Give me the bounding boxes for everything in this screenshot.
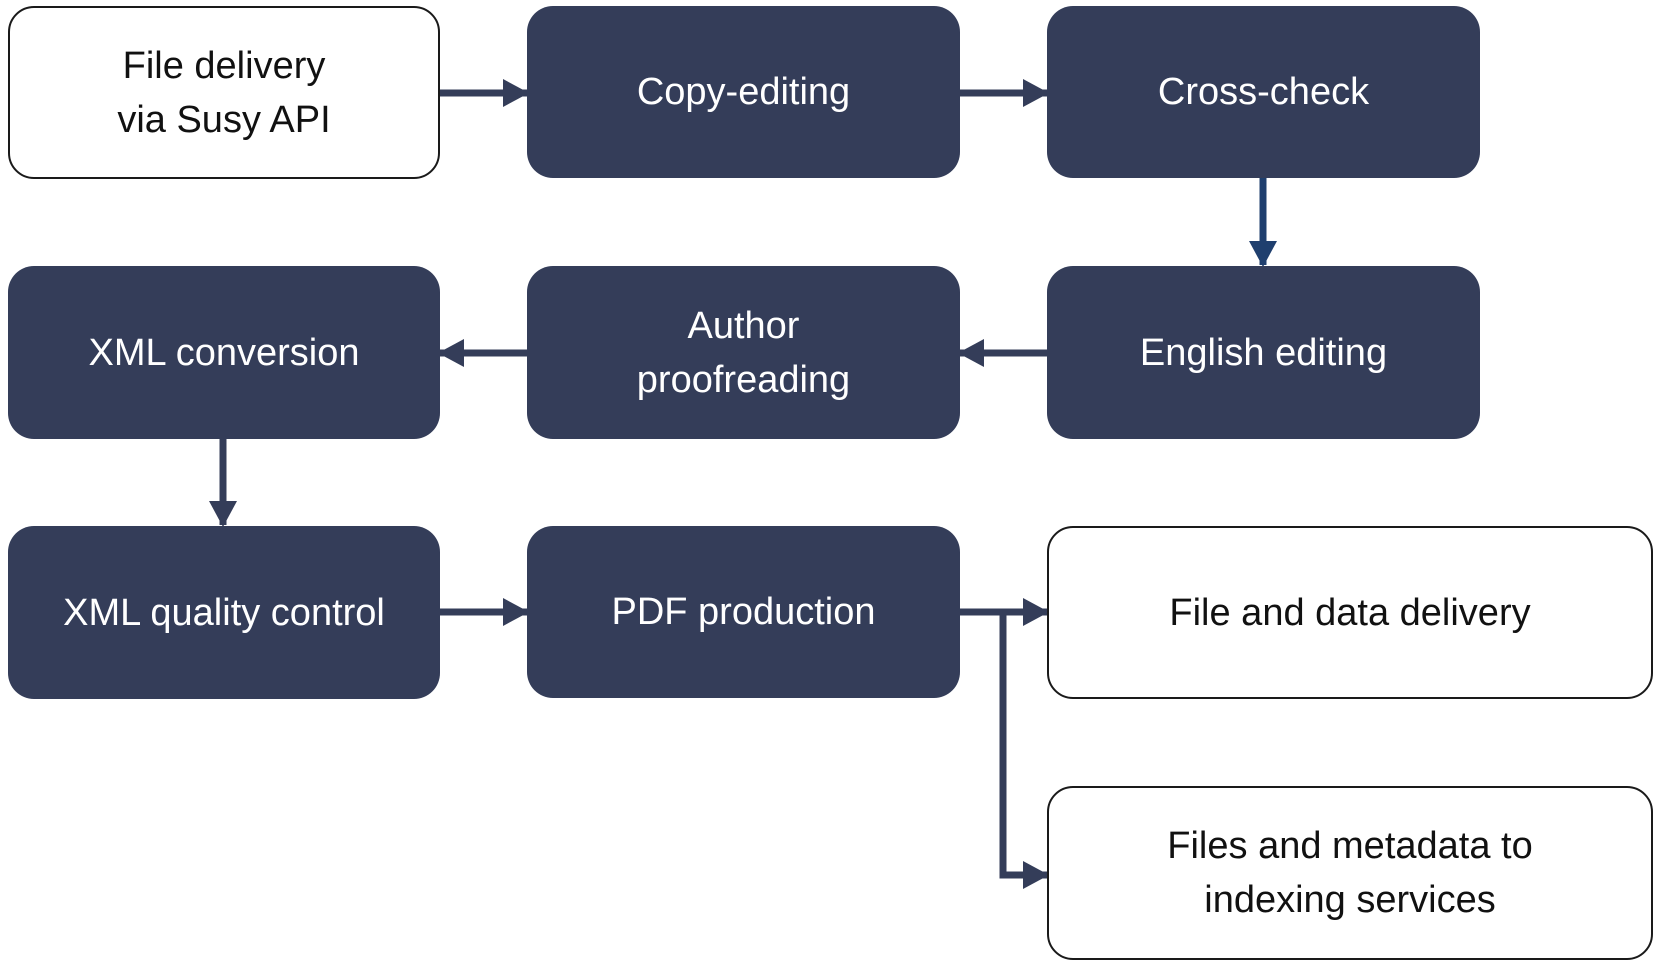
- node-english-editing-label: English editing: [1139, 331, 1388, 374]
- node-english-editing: English editing: [1047, 266, 1480, 439]
- node-copy-editing: Copy-editing: [527, 6, 960, 178]
- node-file-delivery: File delivery via Susy API: [8, 6, 440, 179]
- node-indexing-services-label: Files and metadata to indexing services: [1167, 825, 1533, 921]
- node-pdf-production: PDF production: [527, 526, 960, 698]
- node-file-delivery-label: File delivery via Susy API: [117, 44, 331, 141]
- node-indexing-services: Files and metadata to indexing services: [1047, 786, 1653, 960]
- node-cross-check-label: Cross-check: [1157, 71, 1370, 113]
- node-pdf-production-label: PDF production: [611, 591, 876, 633]
- node-xml-quality-control: XML quality control: [8, 526, 440, 699]
- arrow-pdf-production-to-indexing-services: [999, 612, 1049, 889]
- node-cross-check: Cross-check: [1047, 6, 1480, 178]
- node-author-proofreading: Author proofreading: [527, 266, 960, 439]
- node-file-data-delivery-label: File and data delivery: [1169, 591, 1531, 634]
- node-xml-conversion-label: XML conversion: [88, 331, 360, 374]
- node-xml-quality-control-label: XML quality control: [63, 591, 385, 634]
- node-xml-conversion: XML conversion: [8, 266, 440, 439]
- node-author-proofreading-label: Author proofreading: [636, 304, 851, 401]
- node-copy-editing-label: Copy-editing: [636, 71, 851, 113]
- node-file-data-delivery: File and data delivery: [1047, 526, 1653, 699]
